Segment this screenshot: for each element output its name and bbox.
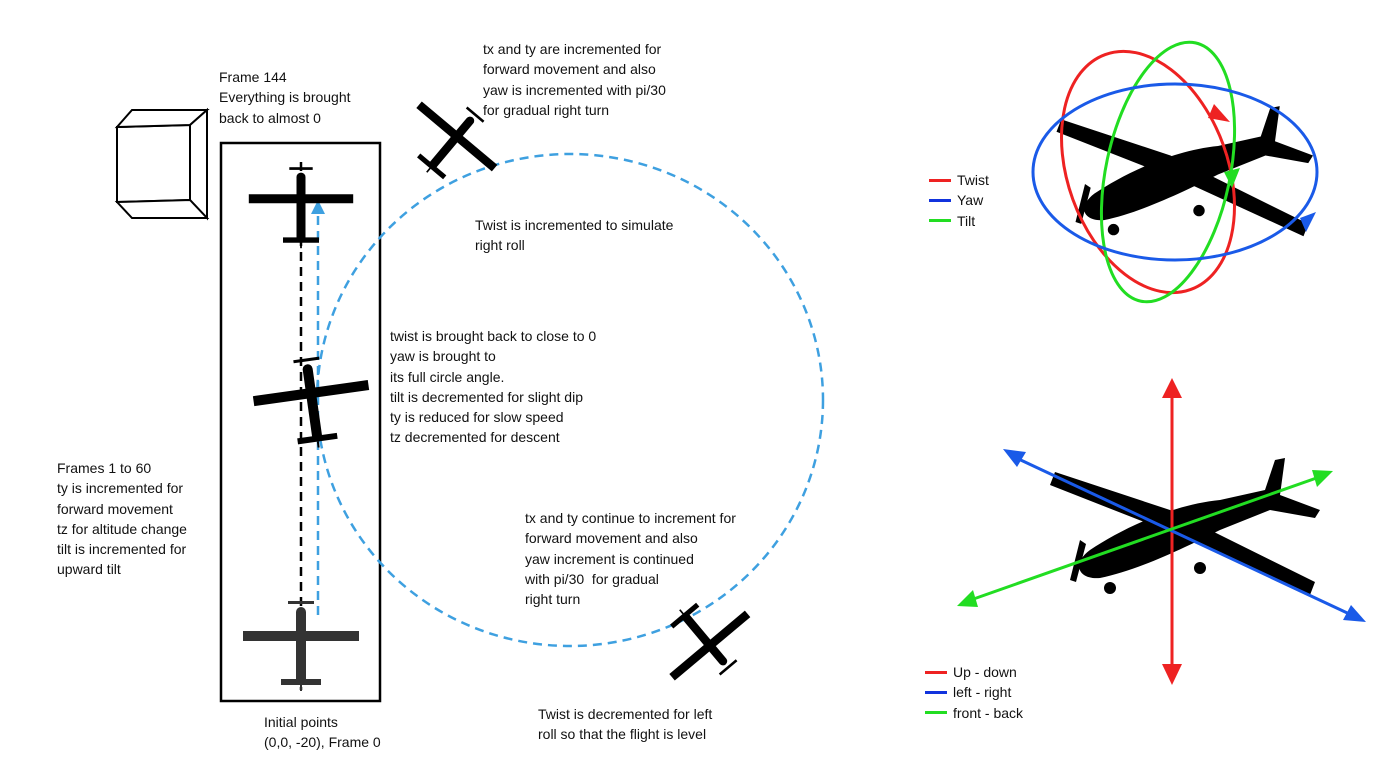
path-arrowhead: [311, 200, 325, 214]
axis-legend: Up - down left - right front - back: [925, 662, 1023, 723]
twist-swatch: [929, 178, 951, 182]
legend-label: Up - down: [953, 664, 1017, 680]
twist-right-note: Twist is incremented to simulate right r…: [475, 217, 674, 254]
legend-label: Tilt: [957, 212, 976, 229]
bottom-turn-note: tx and ty continue to increment for forw…: [525, 510, 736, 608]
legend-label: front - back: [953, 704, 1024, 721]
legend-twist: Twist: [929, 170, 989, 190]
tilt-ring: [1099, 40, 1240, 304]
legend-label: left - right: [953, 684, 1012, 701]
frame-144-note: Frame 144 Everything is brought back to …: [219, 69, 351, 126]
cube-icon: [114, 107, 210, 221]
legend-label: Yaw: [957, 192, 984, 209]
up-down-swatch: [925, 670, 947, 674]
rotation-plane: [1056, 106, 1313, 237]
frames-1-60-note: Frames 1 to 60 ty is incremented for for…: [57, 460, 187, 578]
yaw-swatch: [929, 198, 951, 202]
initial-points-note: Initial points (0,0, -20), Frame 0: [264, 714, 381, 751]
airplane-icon: [243, 601, 359, 691]
legend-tilt: Tilt: [929, 211, 989, 231]
twist-left-note: Twist is decremented for left roll so th…: [538, 706, 713, 743]
frame-box: [219, 141, 382, 703]
front-back-swatch: [925, 711, 947, 715]
airplane-icon: [248, 167, 354, 249]
tilt-swatch: [929, 219, 951, 223]
middle-note: twist is brought back to close to 0 yaw …: [390, 328, 597, 446]
airplane-icon: [248, 350, 377, 456]
twist-ring: [1060, 49, 1236, 295]
legend-front-back: front - back: [925, 703, 1023, 723]
top-turn-note: tx and ty are incremented for forward mo…: [483, 41, 666, 118]
legend-up-down: Up - down: [925, 662, 1023, 682]
rotation-legend: Twist Yaw Tilt: [929, 170, 989, 231]
left-right-swatch: [925, 690, 947, 694]
axes-plane: [1050, 458, 1320, 595]
legend-yaw: Yaw: [929, 190, 989, 210]
legend-left-right: left - right: [925, 682, 1023, 702]
front-back-axis: [957, 470, 1333, 607]
left-right-axis: [1003, 449, 1366, 622]
legend-label: Twist: [957, 172, 989, 188]
yaw-ring: [1031, 82, 1319, 262]
